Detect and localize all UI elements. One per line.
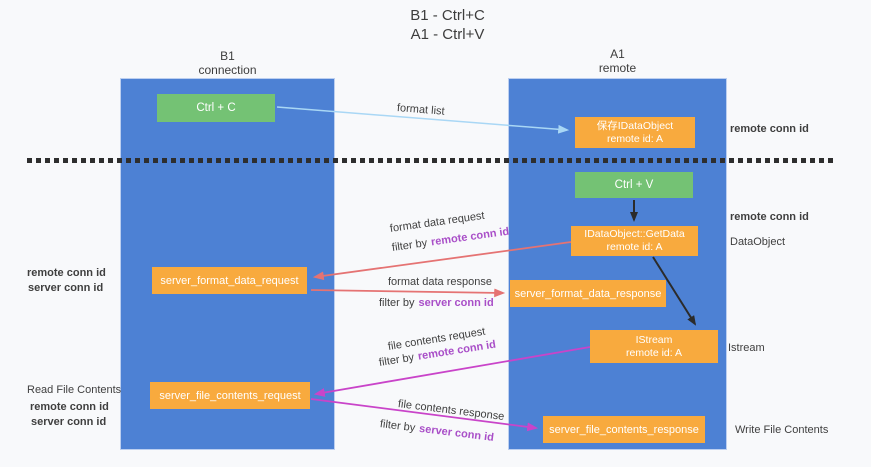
title-line-1: B1 - Ctrl+C [410, 7, 485, 24]
title-line-2: A1 - Ctrl+V [410, 26, 485, 43]
lane-b1-subtitle: connection [198, 63, 257, 77]
lane-a1-subtitle: remote [598, 61, 637, 75]
format-list-label: format list [397, 102, 445, 118]
dataobject-side-label: DataObject [730, 236, 786, 248]
server-conn-id-text: server conn id [418, 297, 494, 309]
format-data-response-label: format data response [388, 276, 492, 288]
save-dataobject-line1: 保存IDataObject [596, 119, 674, 132]
lane-header-b1: B1 connection [120, 49, 335, 77]
istream-side-label: Istream [728, 342, 765, 354]
server-conn-id-text: server conn id [418, 422, 495, 444]
ctrl-v-box: Ctrl + V [575, 172, 693, 198]
format-data-response-arrow [310, 288, 506, 298]
remote-conn-id-text: remote conn id [430, 225, 510, 249]
server-file-contents-request-label: server_file_contents_request [159, 389, 301, 402]
save-dataobject-line2: remote id: A [606, 132, 664, 145]
server-format-data-request-box: server_format_data_request [152, 267, 307, 294]
filter-by-text: filter by [378, 351, 415, 369]
istream-line1: IStream [635, 333, 673, 346]
filter-by-server-conn-id-label-2: filter by server conn id [379, 418, 494, 444]
remote-conn-id-side-label-1: remote conn id [730, 123, 809, 135]
filter-by-text: filter by [391, 237, 428, 254]
server-conn-id-left-label-2: server conn id [31, 416, 107, 428]
format-list-text: format list [396, 102, 446, 118]
server-file-contents-response-label: server_file_contents_response [549, 423, 699, 436]
getdata-line2: remote id: A [606, 241, 663, 253]
dashed-divider [27, 158, 833, 163]
file-contents-response-text: file contents response [397, 398, 505, 423]
lane-b1-title: B1 [220, 49, 235, 63]
ctrl-c-box: Ctrl + C [157, 94, 275, 122]
server-file-contents-request-box: server_file_contents_request [150, 382, 310, 409]
ctrl-c-label: Ctrl + C [196, 102, 236, 114]
server-format-data-response-box: server_format_data_response [510, 280, 666, 307]
format-data-response-text: format data response [388, 276, 492, 288]
lane-a1-title: A1 [610, 47, 625, 61]
ctrl-v-label: Ctrl + V [614, 179, 654, 191]
istream-box: IStream remote id: A [590, 330, 718, 363]
remote-conn-id-left-label-2: remote conn id [30, 401, 109, 413]
getdata-line1: IDataObject::GetData [584, 228, 685, 240]
filter-by-server-conn-id-label-1: filter by server conn id [379, 297, 494, 309]
server-format-data-response-label: server_format_data_response [514, 287, 662, 300]
remote-conn-id-side-label-2: remote conn id [730, 211, 809, 223]
save-dataobject-box: 保存IDataObject remote id: A [575, 117, 695, 148]
idataobject-getdata-box: IDataObject::GetData remote id: A [571, 226, 698, 256]
write-file-contents-label: Write File Contents [735, 424, 829, 436]
filter-by-text: filter by [379, 418, 416, 435]
lane-header-a1: A1 remote [508, 47, 727, 75]
remote-conn-id-left-label-1: remote conn id [27, 267, 106, 279]
server-conn-id-left-label-1: server conn id [28, 282, 104, 294]
read-file-contents-label: Read File Contents [27, 384, 122, 396]
file-contents-response-label: file contents response [397, 398, 505, 423]
server-format-data-request-label: server_format_data_request [160, 274, 299, 287]
diagram-title: B1 - Ctrl+C A1 - Ctrl+V [12, 6, 871, 44]
filter-by-text: filter by [379, 297, 415, 309]
server-file-contents-response-box: server_file_contents_response [543, 416, 705, 443]
istream-line2: remote id: A [625, 346, 683, 359]
